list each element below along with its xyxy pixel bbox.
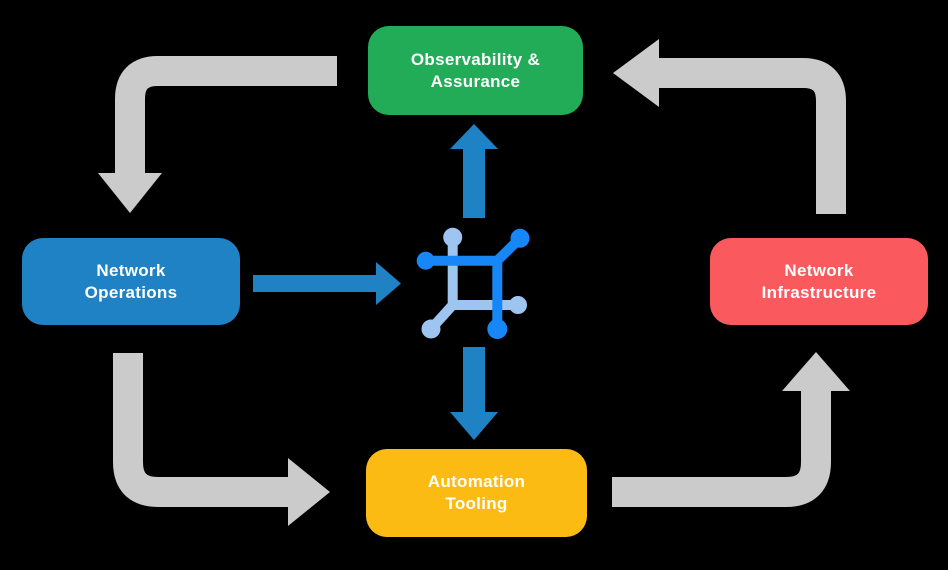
node-observability-assurance: Observability & Assurance — [368, 26, 583, 115]
network-mesh-icon — [416, 227, 530, 339]
flow-arrow-center-to-observability — [450, 124, 498, 218]
node-label-network-infrastructure: Network Infrastructure — [761, 260, 877, 302]
cycle-arrow-operations-to-automation — [113, 353, 330, 526]
node-label-observability-assurance: Observability & Assurance — [410, 49, 541, 91]
flow-arrow-operations-to-center — [253, 262, 401, 305]
node-label-network-operations: Network Operations — [84, 260, 178, 302]
flow-arrow-center-to-automation — [450, 347, 498, 440]
node-automation-tooling: Automation Tooling — [366, 449, 587, 537]
node-network-infrastructure: Network Infrastructure — [710, 238, 928, 325]
cycle-arrow-infrastructure-to-observability — [613, 39, 846, 214]
cycle-arrow-observability-to-operations — [98, 56, 337, 213]
cycle-arrow-automation-to-infrastructure — [612, 352, 850, 507]
node-label-automation-tooling: Automation Tooling — [427, 472, 526, 513]
node-network-operations: Network Operations — [22, 238, 240, 325]
